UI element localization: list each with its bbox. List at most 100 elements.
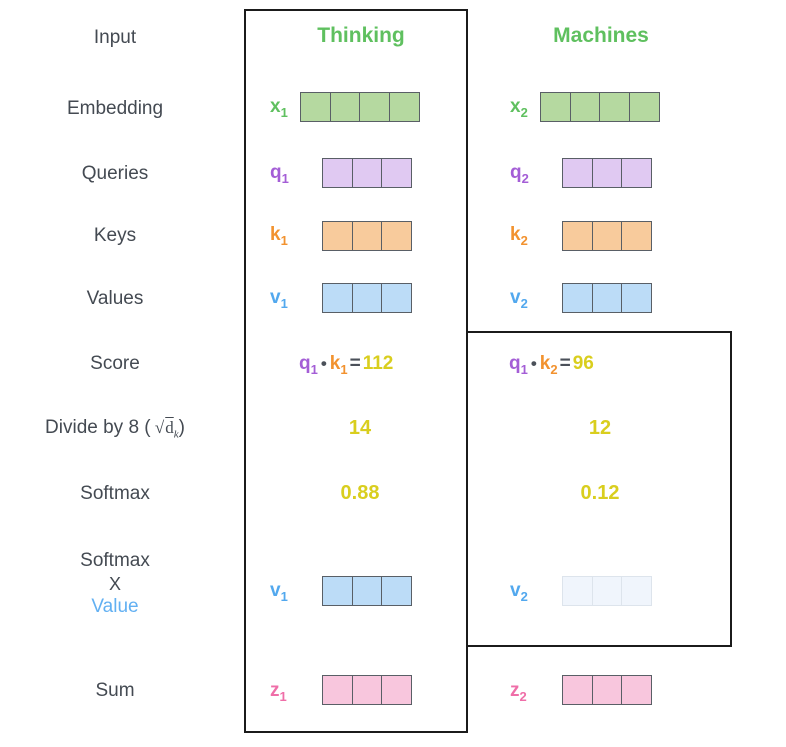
vector-label-k2: k2	[510, 224, 528, 248]
vector-cell	[351, 221, 383, 251]
vector-cell	[621, 675, 652, 705]
dot-product-icon: •	[320, 354, 327, 373]
row-label-input: Input	[93, 27, 137, 48]
vector-cell	[599, 92, 630, 122]
qkv-frame-bottom-edge	[466, 331, 732, 333]
vector-cell	[591, 158, 623, 188]
vector-cell	[351, 158, 383, 188]
vector-label-v1: v1	[270, 287, 288, 311]
score-k-term: k2	[539, 353, 558, 377]
vector-cell	[562, 283, 593, 313]
vector-cell	[591, 675, 623, 705]
sqrt-subscript: k	[173, 428, 179, 441]
times-symbol: X	[108, 573, 121, 594]
sum-vector-z1	[322, 675, 412, 705]
value-vector-v1	[322, 283, 412, 313]
score-frame-right-edge	[730, 331, 732, 647]
dot-product-icon: •	[530, 354, 537, 373]
vector-cell	[569, 92, 601, 122]
vector-label-x1: x1	[270, 96, 288, 120]
vector-cell	[621, 221, 652, 251]
key-vector-k2	[562, 221, 652, 251]
sum-vector-z2	[562, 675, 652, 705]
vector-cell	[591, 283, 623, 313]
vector-cell	[388, 92, 420, 122]
row-label-softmax-times-value: Softmax X Value	[0, 549, 230, 619]
vector-label-v2: v2	[510, 287, 528, 311]
sqrt-dk-expression: √dk	[150, 418, 179, 441]
vector-cell	[351, 283, 383, 313]
score-result: 96	[572, 353, 594, 374]
vector-cell	[562, 158, 593, 188]
row-label-softmax: Softmax	[80, 483, 150, 504]
weighted-value-label-v2: v2	[510, 580, 528, 604]
divided-score-1: 14	[348, 417, 372, 439]
row-label-score: Score	[90, 353, 140, 374]
score-expression-2: q1•k2=96	[509, 353, 594, 377]
vector-cell	[351, 576, 383, 606]
qkv-frame-right-edge	[466, 9, 468, 333]
vector-cell	[381, 221, 412, 251]
vector-cell	[591, 576, 623, 606]
vector-cell	[322, 158, 353, 188]
vector-label-q2: q2	[510, 162, 529, 186]
score-result: 112	[362, 353, 394, 374]
vector-cell	[300, 92, 331, 122]
vector-label-q1: q1	[270, 162, 289, 186]
key-vector-k1	[322, 221, 412, 251]
row-label-values: Values	[86, 288, 144, 309]
query-vector-q1	[322, 158, 412, 188]
column-header-thinking: Thinking	[317, 24, 405, 47]
vector-cell	[540, 92, 571, 122]
vector-label-x2: x2	[510, 96, 528, 120]
vector-cell	[621, 283, 652, 313]
vector-cell	[381, 283, 412, 313]
softmax-score-1: 0.88	[340, 482, 380, 504]
divide-text: Divide by 8 (	[45, 417, 151, 438]
score-q-term: q1	[299, 353, 318, 377]
vector-cell	[621, 158, 652, 188]
row-label-divide-by-8: Divide by 8 ( √dk)	[0, 416, 230, 442]
vector-cell	[329, 92, 361, 122]
vector-cell	[322, 675, 353, 705]
divide-close-paren: )	[178, 417, 185, 438]
value-word: Value	[91, 596, 139, 618]
vector-label-k1: k1	[270, 224, 288, 248]
row-label-embedding: Embedding	[66, 98, 164, 119]
softmax-score-2: 0.12	[580, 482, 620, 504]
weighted-value-vector-v2	[562, 576, 652, 606]
softmax-word: Softmax	[80, 550, 150, 571]
vector-cell	[562, 221, 593, 251]
divided-score-2: 12	[588, 417, 612, 439]
vector-cell	[351, 675, 383, 705]
vector-cell	[322, 283, 353, 313]
value-vector-v2	[562, 283, 652, 313]
equals-symbol: =	[349, 353, 361, 374]
vector-cell	[381, 158, 412, 188]
sqrt-radicand: d	[165, 418, 174, 437]
score-expression-1: q1•k1=112	[299, 353, 393, 377]
sum-label-z2: z2	[510, 680, 527, 704]
sum-label-z1: z1	[270, 680, 287, 704]
vector-cell	[381, 576, 412, 606]
vector-cell	[322, 576, 353, 606]
equals-symbol: =	[559, 353, 571, 374]
vector-cell	[562, 675, 593, 705]
vector-cell	[322, 221, 353, 251]
score-frame-bottom-edge	[466, 645, 732, 647]
row-label-queries: Queries	[81, 163, 149, 184]
query-vector-q2	[562, 158, 652, 188]
vector-cell	[359, 92, 390, 122]
vector-cell	[628, 92, 660, 122]
vector-cell	[621, 576, 652, 606]
score-k-term: k1	[329, 353, 348, 377]
vector-cell	[381, 675, 412, 705]
row-label-sum: Sum	[95, 680, 135, 701]
embedding-vector-x2	[540, 92, 660, 122]
weighted-value-label-v1: v1	[270, 580, 288, 604]
vector-cell	[562, 576, 593, 606]
embedding-vector-x1	[300, 92, 420, 122]
column-header-machines: Machines	[553, 24, 649, 47]
row-label-keys: Keys	[93, 225, 137, 246]
